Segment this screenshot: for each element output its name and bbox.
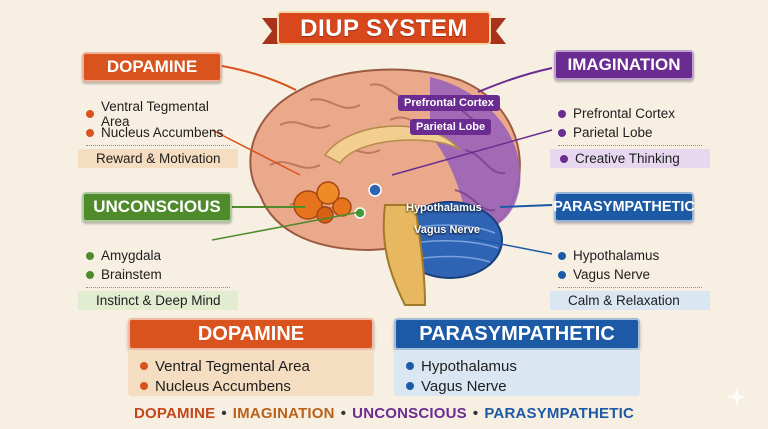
list-item: Brainstem [86,265,230,284]
bullet-icon [86,128,94,137]
parasympathetic-panel: Hypothalamus Vagus Nerve Calm & Relaxati… [550,242,710,310]
parasympathetic-item-hypothalamus: Hypothalamus [573,248,660,263]
corpus-callosum [323,125,461,164]
parietal-region [430,77,521,235]
parasympathetic-header: PARASYMPATHETIC [553,192,695,222]
brain-label-hypothalamus: Hypothalamus [406,202,482,214]
bullet-icon [406,362,414,370]
list-item: Vagus Nerve [406,376,628,396]
divider [558,145,702,146]
list-item: Hypothalamus [558,246,702,265]
brain-label-vagus: Vagus Nerve [414,224,481,236]
parasympathetic-summary: Calm & Relaxation [550,291,710,310]
bullet-icon [406,382,414,390]
unconscious-panel: Amygdala Brainstem Instinct & Deep Mind [78,242,238,310]
imagination-item-prefrontal: Prefrontal Cortex [573,106,676,121]
unconscious-summary: Instinct & Deep Mind [78,291,238,310]
bullet-icon [86,270,94,279]
imagination-summary: Creative Thinking [575,151,680,166]
brain-illustration [249,68,521,306]
list-item: Vagus Nerve [558,265,702,284]
bullet-icon [86,109,94,118]
list-item: Hypothalamus [406,356,628,376]
footer-unconscious: UNCONSCIOUS [352,404,467,422]
unconscious-header: UNCONSCIOUS [82,192,232,222]
list-item: Nucleus Accumbens [140,376,362,396]
dopamine-item-vta: Ventral Tegmental Area [101,98,209,129]
footer-parasympathetic: PARASYMPATHETIC [484,404,634,422]
bullet-icon [86,251,94,260]
list-item: Parietal Lobe [558,123,702,142]
divider [86,287,230,288]
divider [86,145,230,146]
footer-dopamine: DOPAMINE [134,404,216,422]
bullet-icon [558,109,566,118]
brainstem [382,204,427,306]
list-item: Nucleus Accumbens [86,123,230,142]
title-banner: DIUP SYSTEM [262,8,506,50]
bullet-icon [558,270,566,279]
ribbon-shape [262,11,506,45]
bullet-icon [558,128,566,137]
imagination-header: IMAGINATION [554,50,694,80]
brain-label-parietal: Parietal Lobe [410,119,492,135]
footer-imagination: IMAGINATION [232,404,335,422]
sparkle-icon [727,387,747,407]
bottom-parasympathetic-panel: Hypothalamus Vagus Nerve [394,350,640,396]
dopamine-cluster [293,181,352,224]
footer-legend: DOPAMINE • IMAGINATION • UNCONSCIOUS • P… [0,400,768,426]
unconscious-item-amygdala: Amygdala [101,248,162,263]
bullet-icon [140,362,148,370]
dopamine-panel: Ventral Tegmental Area Nucleus Accumbens… [78,99,238,168]
bottom-parasympathetic-item-vagus: Vagus Nerve [421,377,507,395]
bullet-icon [558,251,566,260]
footer-separator: • [472,404,479,422]
dopamine-summary: Reward & Motivation [78,149,238,168]
page-title: DIUP SYSTEM [300,15,468,42]
bottom-dopamine-item-nucleus: Nucleus Accumbens [155,377,291,395]
bullet-icon [140,382,148,390]
list-item: Ventral Tegmental Area [140,356,362,376]
brain-label-prefrontal: Prefrontal Cortex [398,95,500,111]
bottom-dopamine-panel: Ventral Tegmental Area Nucleus Accumbens [128,350,374,396]
bottom-parasympathetic-item-hypothalamus: Hypothalamus [421,357,517,375]
footer-separator: • [221,404,227,422]
footer-separator: • [340,404,347,422]
bottom-parasympathetic-header: PARASYMPATHETIC [394,318,640,350]
bottom-dopamine-item-vta: Ventral Tegmental Area [155,357,310,375]
list-item: Amygdala [86,246,230,265]
list-item: Ventral Tegmental Area [86,99,230,129]
imagination-panel: Prefrontal Cortex Parietal Lobe Creative… [550,100,710,168]
unconscious-item-brainstem: Brainstem [101,267,162,282]
list-item: Prefrontal Cortex [558,104,702,123]
bottom-dopamine-header: DOPAMINE [128,318,374,350]
bullet-icon [560,154,568,163]
imagination-item-parietal: Parietal Lobe [573,125,653,140]
divider [558,287,702,288]
dopamine-header: DOPAMINE [82,52,222,82]
hypothalamus-node [368,183,382,197]
parasympathetic-item-vagus: Vagus Nerve [573,267,651,282]
dopamine-item-nucleus: Nucleus Accumbens [101,125,224,140]
